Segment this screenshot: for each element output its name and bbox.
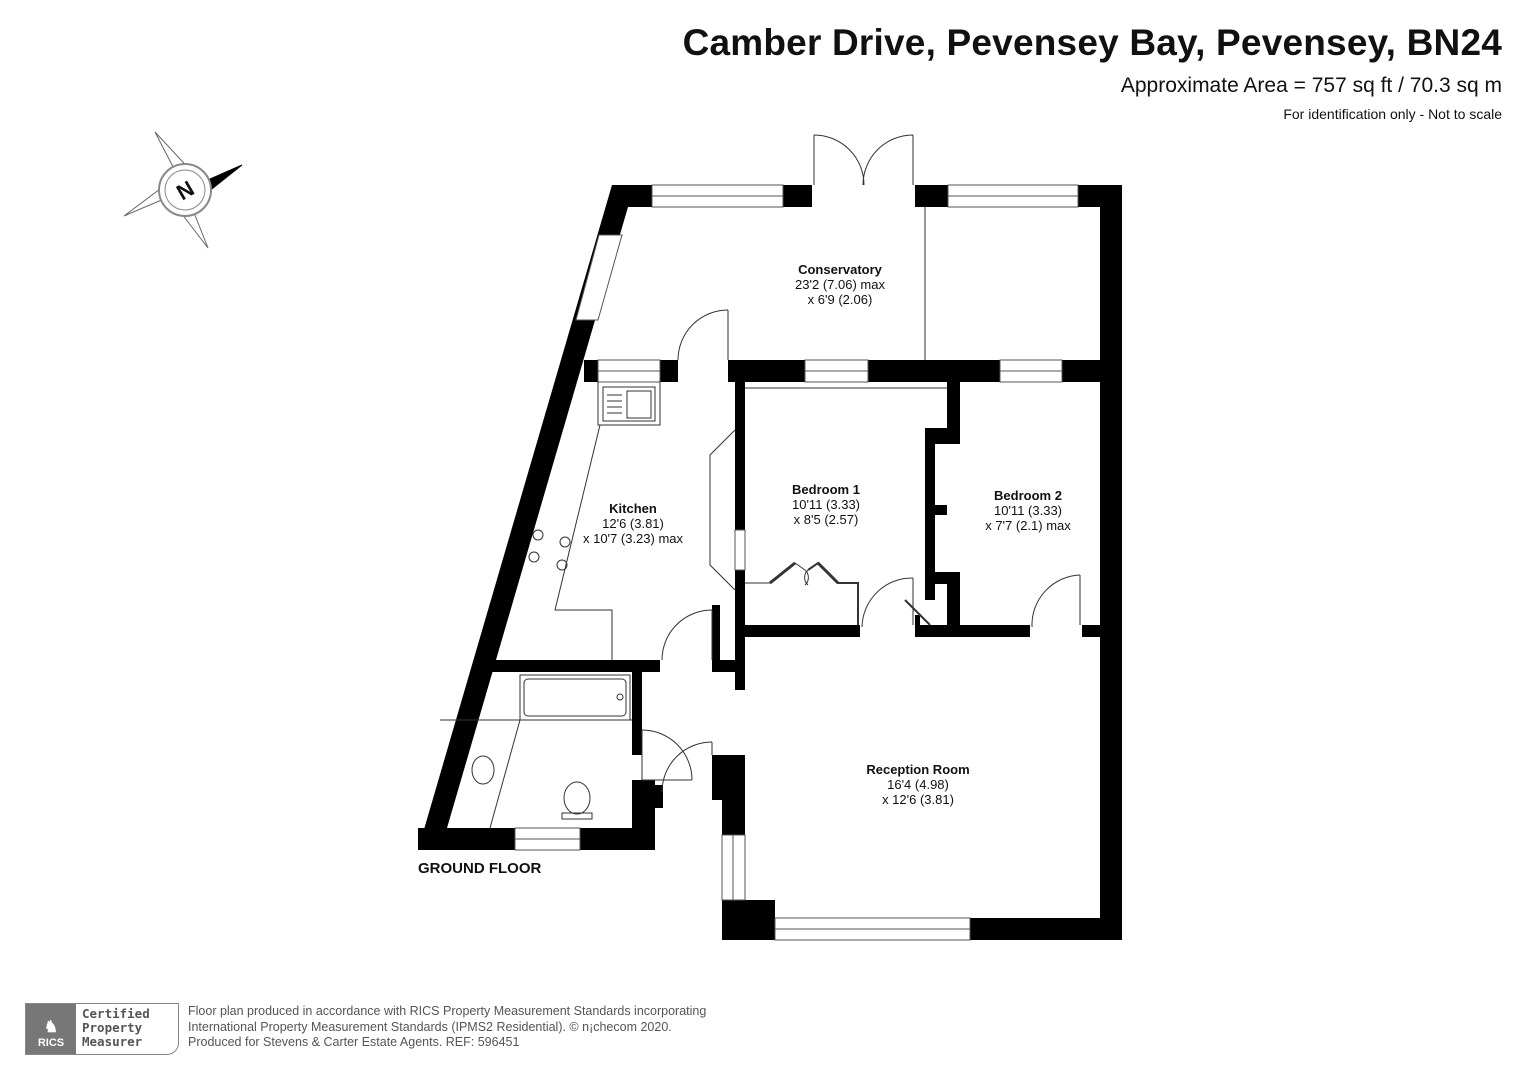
room-dimension: 10'11 (3.33) [993,503,1063,518]
disclaimer: For identification only - Not to scale [1283,106,1502,122]
room-dimension: 10'11 (3.33) [791,497,861,512]
room-label-bedroom-1: Bedroom 1 10'11 (3.33) x 8'5 (2.57) [792,482,860,527]
room-name: Bedroom 2 [994,488,1062,503]
rics-logo-text: RICS [37,1037,65,1049]
footer-line: Floor plan produced in accordance with R… [188,1004,707,1018]
windows [514,184,1079,941]
room-dimension: x 6'9 (2.06) [807,292,873,307]
north-compass-icon: N [123,131,243,249]
doors-and-fixtures [440,134,1081,829]
rics-logo: ♞ RICS [26,1004,76,1054]
badge-line: Measurer [82,1034,143,1049]
badge-line: Property [82,1020,143,1035]
approximate-area: Approximate Area = 757 sq ft / 70.3 sq m [1120,74,1502,97]
room-name: Bedroom 1 [792,482,860,497]
room-dimension: 12'6 (3.81) [602,516,664,531]
room-dimension: x 10'7 (3.23) max [582,531,684,546]
property-title: Camber Drive, Pevensey Bay, Pevensey, BN… [682,22,1502,63]
room-label-kitchen: Kitchen 12'6 (3.81) x 10'7 (3.23) max [583,501,683,546]
room-name: Conservatory [798,262,882,277]
room-dimension: x 7'7 (2.1) max [985,518,1071,533]
badge-text: Certified Property Measurer [76,1004,156,1054]
badge-line: Certified [82,1006,150,1021]
room-name: Reception Room [866,762,970,777]
footer-line: International Property Measurement Stand… [188,1019,672,1034]
room-dimension: x 8'5 (2.57) [793,512,859,527]
room-label-bedroom-2: Bedroom 2 10'11 (3.33) x 7'7 (2.1) max [985,488,1071,533]
room-dimension: 23'2 (7.06) max [795,277,885,292]
lion-icon: ♞ [43,1019,59,1036]
footer-line: Produced for Stevens & Carter Estate Age… [188,1035,520,1049]
room-dimension: 16'4 (4.98) [887,777,949,792]
room-label-conservatory: Conservatory 23'2 (7.06) max x 6'9 (2.06… [795,262,885,307]
footer-text: Floor plan produced in accordance with R… [188,1004,706,1051]
room-dimension: x 12'6 (3.81) [882,792,954,807]
floor-label: GROUND FLOOR [418,860,542,877]
room-name: Kitchen [609,501,657,516]
rics-badge: ♞ RICS Certified Property Measurer [25,1003,179,1055]
room-label-reception-room: Reception Room 16'4 (4.98) x 12'6 (3.81) [866,762,969,807]
walls [418,185,1122,940]
